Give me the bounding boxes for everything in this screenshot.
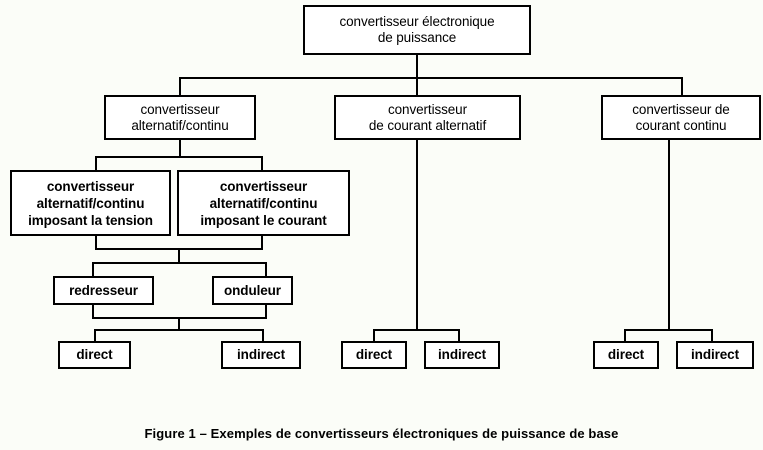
node-label: indirect — [691, 347, 739, 362]
node-convertisseur-alternatif-continu: convertisseur alternatif/continu — [104, 95, 256, 140]
node-label: redresseur — [69, 282, 138, 298]
connector-level3-drop-left — [95, 156, 97, 170]
connector-leaf-bus-middle — [373, 329, 460, 331]
connector-level2-drop-right — [681, 77, 683, 95]
connector-level3-drop-right — [261, 156, 263, 170]
node-convertisseur-courant-alternatif: convertisseur de courant alternatif — [334, 95, 521, 140]
connector-level2-bus — [179, 77, 683, 79]
connector-level4-stem — [178, 248, 180, 264]
connector-ac-current-stem — [416, 140, 418, 329]
node-leaf-acdc-indirect: indirect — [221, 341, 301, 369]
node-root-label: convertisseur électronique de puissance — [339, 14, 495, 45]
connector-leaf-drop-right-2 — [711, 329, 713, 341]
connector-leaf-bus-right — [624, 329, 713, 331]
connector-level4-drop-right — [265, 262, 267, 276]
connector-level4-bus — [92, 262, 267, 264]
connector-leaf-drop-middle-2 — [458, 329, 460, 341]
node-label: indirect — [438, 347, 486, 362]
connector-leaf-bus-left — [94, 329, 264, 331]
node-redresseur: redresseur — [53, 276, 154, 305]
figure-caption: Figure 1 – Exemples de convertisseurs él… — [144, 426, 619, 441]
node-label: indirect — [237, 347, 285, 362]
node-label: direct — [355, 347, 393, 362]
node-label: direct — [607, 347, 645, 362]
connector-leaf-drop-middle-1 — [373, 329, 375, 341]
connector-root-stem — [416, 55, 418, 79]
node-leaf-dc-indirect: indirect — [676, 341, 754, 369]
connector-leaf-drop-left-2 — [262, 329, 264, 341]
connector-level4-drop-left — [92, 262, 94, 276]
connector-level2-drop-middle — [416, 77, 418, 95]
node-leaf-ac-indirect: indirect — [424, 341, 500, 369]
connector-level3-right-down — [261, 236, 263, 250]
connector-level3-left-down — [95, 236, 97, 250]
connector-level2-drop-left — [179, 77, 181, 95]
node-leaf-ac-direct: direct — [341, 341, 407, 369]
connector-leaf-drop-left-1 — [94, 329, 96, 341]
node-imposant-la-tension: convertisseur alternatif/continu imposan… — [10, 170, 171, 236]
node-label: convertisseur alternatif/continu — [131, 101, 229, 133]
node-imposant-le-courant: convertisseur alternatif/continu imposan… — [177, 170, 350, 236]
node-label: convertisseur alternatif/continu imposan… — [200, 178, 327, 228]
node-label: convertisseur de courant alternatif — [368, 101, 487, 133]
connector-leaf-drop-right-1 — [624, 329, 626, 341]
node-root: convertisseur électronique de puissance — [303, 5, 531, 55]
node-label: onduleur — [224, 282, 281, 298]
node-leaf-dc-direct: direct — [593, 341, 659, 369]
connector-acdc-stem — [179, 140, 181, 158]
node-convertisseur-courant-continu: convertisseur de courant continu — [601, 95, 761, 140]
connector-dc-current-stem — [668, 140, 670, 329]
node-label: convertisseur alternatif/continu imposan… — [28, 178, 153, 228]
node-onduleur: onduleur — [212, 276, 293, 305]
connector-level3-bus — [95, 156, 263, 158]
node-label: direct — [76, 347, 113, 362]
node-leaf-acdc-direct: direct — [58, 341, 131, 369]
node-label: convertisseur de courant continu — [632, 101, 730, 133]
connector-leaf-stem-left — [178, 317, 180, 331]
connector-redresseur-down — [92, 305, 94, 319]
connector-onduleur-down — [265, 305, 267, 319]
